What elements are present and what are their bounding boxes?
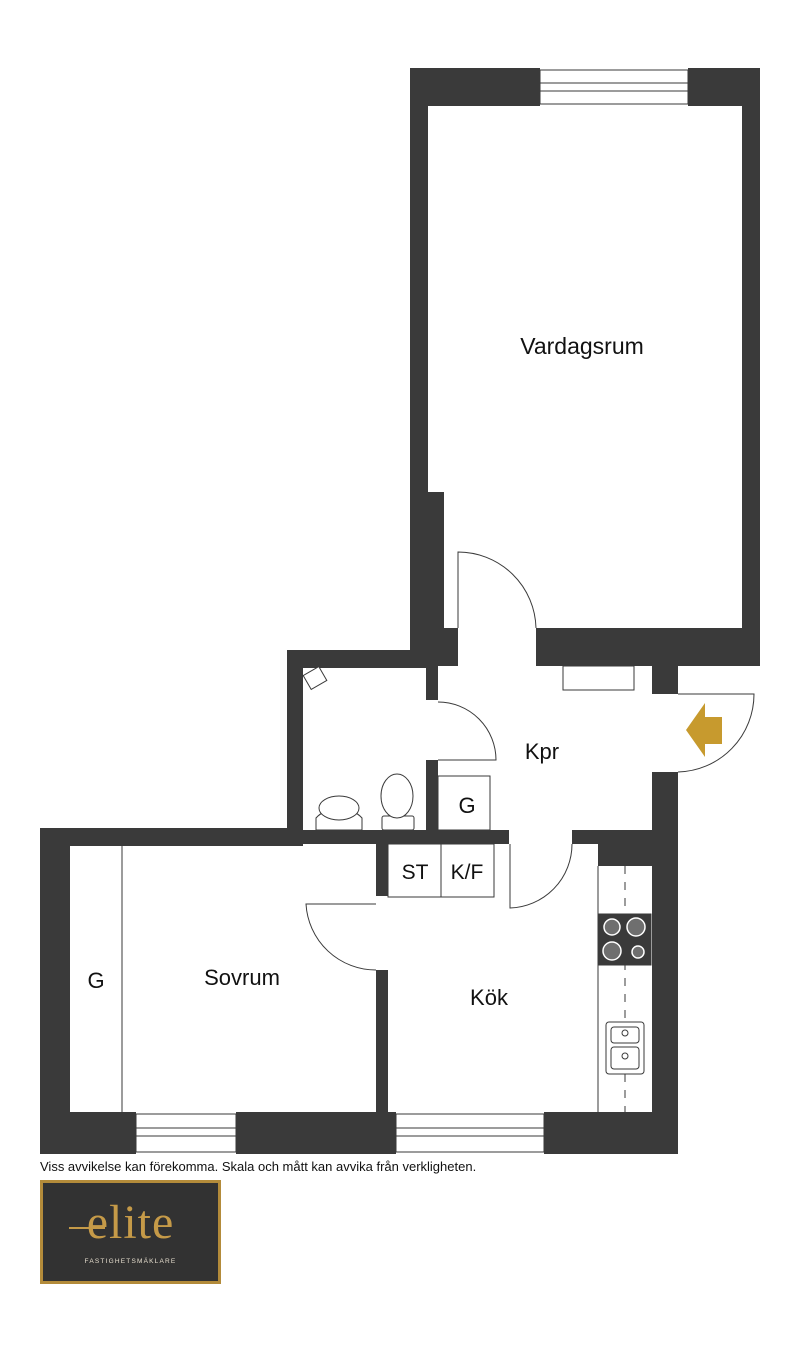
wall-living-bottom xyxy=(536,628,760,666)
doors xyxy=(305,551,755,971)
label-sovrum: Sovrum xyxy=(204,965,280,990)
logo-accent-bar xyxy=(69,1227,105,1229)
label-vardagsrum: Vardagsrum xyxy=(520,333,644,359)
wall-bottom-middle xyxy=(236,1112,396,1154)
wall-wc-top xyxy=(287,650,438,668)
wall-kitchen-top xyxy=(572,830,678,844)
wall-left xyxy=(40,828,70,1154)
label-kok: Kök xyxy=(470,985,509,1010)
windows xyxy=(135,69,689,1153)
wall-partition-upper xyxy=(376,844,388,896)
fridge-freezer-unit xyxy=(440,843,495,898)
fixtures xyxy=(121,665,652,1112)
wall-right-lower xyxy=(652,842,678,1154)
window-bedroom xyxy=(135,1113,237,1153)
wall-wc-bottom xyxy=(287,830,509,844)
wall-bedroom-top xyxy=(40,828,303,846)
label-storage: ST xyxy=(402,861,429,884)
floor-plan: Vardagsrum Kpr G ST K/F Sovrum G Kök xyxy=(40,68,760,1154)
wall-living-left-thick xyxy=(410,492,444,628)
wall-wc-right-lower xyxy=(426,760,438,844)
logo-tagline: FASTIGHETSMÄKLARE xyxy=(84,1258,177,1265)
label-fridge-freezer: K/F xyxy=(451,861,484,884)
door-kitchen xyxy=(509,843,573,909)
hall-shelf xyxy=(562,665,635,691)
hall-wardrobe xyxy=(437,775,491,831)
label-kpr: Kpr xyxy=(525,739,559,764)
label-wardrobe-bedroom: G xyxy=(87,968,104,993)
wall-bottom-left xyxy=(40,1112,136,1154)
label-wardrobe-hall: G xyxy=(458,793,475,818)
door-bedroom xyxy=(305,903,377,971)
window-living xyxy=(539,69,689,105)
logo-wordmark: elite xyxy=(86,1196,175,1249)
storage-unit xyxy=(387,843,442,898)
door-entrance xyxy=(677,693,755,773)
wall-hall-right-upper xyxy=(652,628,678,694)
door-wc xyxy=(437,701,497,761)
disclaimer-text: Viss avvikelse kan förekomma. Skala och … xyxy=(40,1159,477,1174)
toilet-bowl xyxy=(380,773,414,819)
wall-top-left xyxy=(410,68,540,106)
wall-living-right xyxy=(742,68,760,666)
stove-rings xyxy=(602,917,646,961)
wc-towel-rail xyxy=(302,665,328,691)
door-living xyxy=(457,551,537,629)
elite-logo: elite FASTIGHETSMÄKLARE xyxy=(40,1180,221,1284)
walls xyxy=(40,68,760,1154)
wall-wc-left xyxy=(287,650,303,844)
window-kitchen xyxy=(395,1113,545,1153)
wall-wc-right-upper xyxy=(426,650,438,700)
wall-kitchen-top-inner xyxy=(598,844,652,866)
entrance-arrow-icon xyxy=(686,703,722,757)
wall-partition-lower xyxy=(376,970,388,1112)
